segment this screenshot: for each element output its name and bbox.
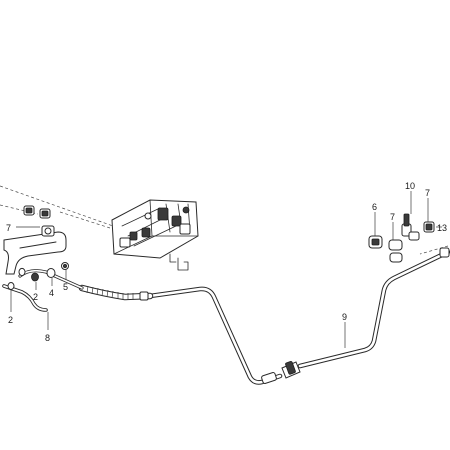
- long-tube-assembly: [147, 249, 450, 385]
- callout-7-far: 7: [425, 188, 430, 198]
- upper-clamps: [23, 205, 51, 219]
- valve-block: [111, 199, 199, 271]
- callout-7-right: 7: [390, 212, 395, 222]
- flexible-hose: [78, 284, 154, 301]
- callout-4: 4: [49, 288, 54, 298]
- callout-2-mid: 2: [33, 292, 38, 302]
- callout-7-left: 7: [6, 223, 11, 233]
- callout-labels: 7 2 2 4 5 8 9 6 7 10 7 13: [6, 181, 447, 343]
- dashed-reference-lines: [0, 185, 449, 255]
- callout-10: 10: [405, 181, 415, 191]
- small-fittings: [7, 262, 69, 290]
- callout-13: 13: [437, 223, 447, 233]
- right-fittings: [368, 213, 450, 263]
- callout-5: 5: [63, 282, 68, 292]
- callout-8: 8: [45, 333, 50, 343]
- callout-6: 6: [372, 202, 377, 212]
- leader-lines: [10, 191, 442, 348]
- callout-9: 9: [342, 312, 347, 322]
- left-hose: [2, 269, 84, 312]
- left-bracket: [3, 225, 67, 275]
- center-coupling: [261, 361, 301, 384]
- callout-2-lower: 2: [8, 315, 13, 325]
